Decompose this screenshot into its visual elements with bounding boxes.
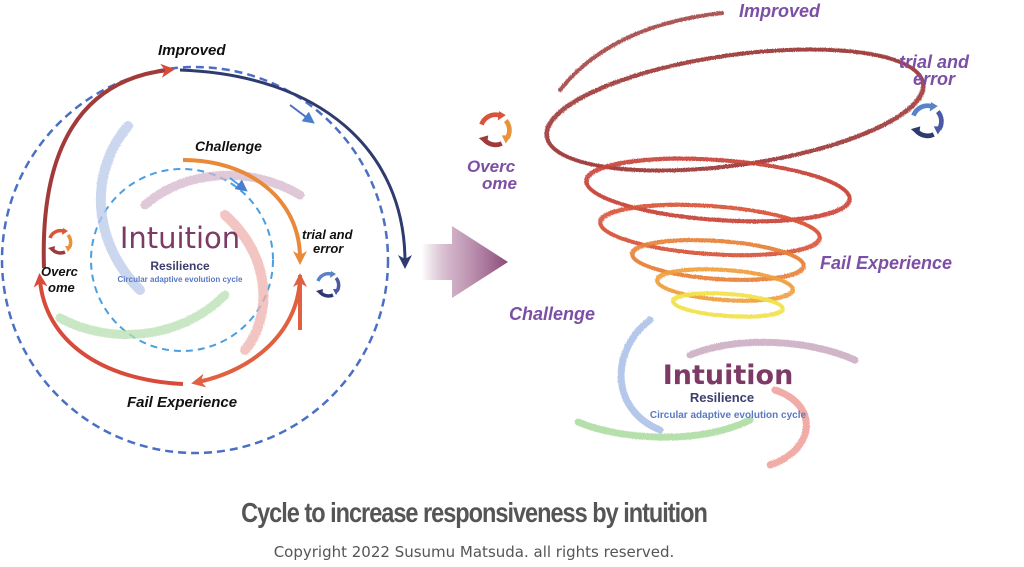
right-label-challenge: Challenge	[509, 304, 595, 324]
overcome-to-improved-arc	[41, 63, 175, 269]
trial-and-error-cycle-icon	[910, 102, 944, 139]
trial-to-fail-arc	[191, 274, 302, 388]
footer-copyright: Copyright 2022 Susumu Matsuda. all right…	[273, 543, 675, 561]
inner-dashed-circle	[90, 168, 274, 352]
pastel-swirls	[55, 121, 305, 355]
left-cycle-caption: Circular adaptive evolution cycle	[118, 275, 243, 284]
spiral-ring	[671, 291, 785, 319]
spiral-ring	[657, 269, 796, 303]
spiral-ring	[600, 205, 822, 258]
right-label-overcome-1: Overc	[467, 157, 516, 176]
right-resilience-subtitle: Resilience	[690, 390, 754, 405]
left-resilience-subtitle: Resilience	[150, 259, 210, 273]
left-label-challenge: Challenge	[195, 138, 262, 154]
spiral-ring	[673, 293, 786, 319]
overcome-cycle-icon	[48, 228, 73, 255]
right-label-fail-experience: Fail Experience	[820, 253, 952, 273]
spiral-ring	[586, 159, 852, 224]
right-intuition-title: Intuition	[663, 360, 794, 391]
right-label-overcome-2: ome	[482, 174, 517, 193]
overcome-cycle-icon	[478, 111, 512, 148]
footer-title: Cycle to increase responsiveness by intu…	[241, 497, 708, 528]
left-intuition-title: Intuition	[120, 221, 240, 255]
trial-and-error-cycle-icon	[316, 271, 341, 298]
right-cycle-caption: Circular adaptive evolution cycle	[650, 410, 807, 421]
right-label-trial-and-error-1: trial and	[899, 52, 970, 72]
spiral-rings	[544, 11, 926, 319]
right-label-improved: Improved	[739, 1, 821, 21]
inner-flow-arrow	[229, 177, 248, 192]
left-label-improved: Improved	[158, 42, 226, 59]
fail-to-overcome-arc	[33, 273, 184, 386]
outer-dashed-circle	[0, 65, 390, 455]
spiral-ring	[655, 267, 795, 303]
spiral-ring	[544, 47, 926, 173]
left-label-overcome-1: Overc	[41, 264, 79, 279]
spiral-ring	[630, 238, 806, 282]
left-label-trial-and-error-2: error	[313, 241, 344, 256]
spiral-ring	[547, 49, 926, 173]
outer-flow-arrow	[289, 104, 315, 124]
right-arrow-icon	[422, 226, 508, 298]
left-label-trial-and-error-1: trial and	[302, 227, 354, 242]
spiral-tail	[558, 11, 724, 92]
challenge-arc	[182, 158, 307, 265]
left-label-overcome-2: ome	[48, 280, 75, 295]
right-pastel-swirls	[574, 316, 859, 469]
spiral-ring	[598, 202, 822, 258]
left-cycle-diagram: Improved Challenge trial and error Overc…	[0, 42, 412, 455]
spiral-ring	[632, 240, 806, 282]
improved-to-next-arc	[179, 68, 412, 269]
right-label-trial-and-error-2: error	[913, 69, 956, 89]
spiral-ring	[584, 156, 852, 224]
left-label-fail-experience: Fail Experience	[127, 394, 237, 411]
right-spiral-diagram: Improved trial and error Overc ome Fail …	[467, 1, 970, 469]
